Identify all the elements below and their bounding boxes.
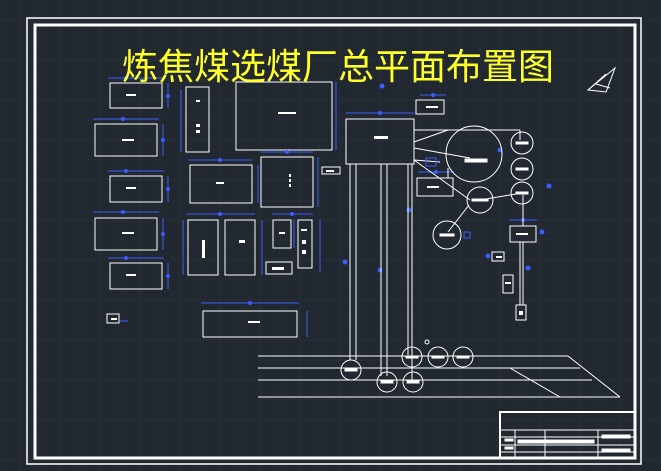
- building-b2: [189, 164, 253, 204]
- building-d3: [272, 219, 292, 249]
- building-f3: [415, 99, 445, 115]
- thickener-tanks: [340, 125, 534, 393]
- building-b1: [185, 86, 210, 153]
- building-f7: [321, 166, 341, 175]
- building-a5: [109, 262, 163, 290]
- railway-tracks: [258, 355, 621, 398]
- building-d4: [297, 219, 313, 269]
- buildings: [94, 81, 537, 338]
- inner-frame: [33, 23, 637, 460]
- building-a3: [109, 175, 163, 203]
- building-e1: [202, 310, 298, 338]
- building-f8: [106, 313, 120, 324]
- building-c1: [235, 81, 333, 151]
- drawing-title: 炼焦煤选煤厂总平面布置图: [122, 47, 555, 88]
- building-f6: [515, 304, 527, 321]
- conveyors: [349, 129, 524, 380]
- coordinate-marker-icon: [425, 157, 471, 239]
- building-d2: [224, 219, 256, 276]
- building-c2: [260, 156, 314, 208]
- building-d5: [265, 261, 293, 275]
- building-a4: [94, 217, 158, 251]
- building-a1: [109, 82, 163, 109]
- building-a2: [94, 123, 158, 157]
- building-f1: [416, 177, 454, 197]
- building-labels: [111, 94, 528, 323]
- building-f5: [502, 274, 514, 294]
- title-block: [499, 411, 636, 459]
- outer-frame: [26, 17, 642, 465]
- building-f4: [491, 251, 505, 262]
- large-thickener: [445, 125, 503, 183]
- dimension-lines: [93, 76, 552, 337]
- compass-north-arrow-icon: [586, 66, 617, 93]
- building-d1: [187, 219, 219, 276]
